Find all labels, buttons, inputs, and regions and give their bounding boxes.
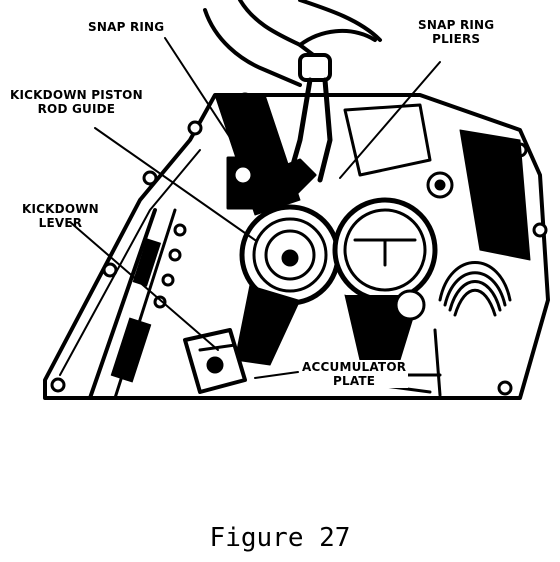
- snap-ring-part: [226, 156, 317, 210]
- label-accumulator-plate-line2: PLATE: [332, 374, 376, 388]
- label-kickdown-lever: KICKDOWN LEVER: [22, 202, 99, 230]
- label-kickdown-piston-rod-guide-line2: ROD GUIDE: [37, 102, 116, 116]
- valve-body-strip: [88, 208, 177, 400]
- return-spring: [438, 261, 512, 317]
- label-kickdown-lever-line2: LEVER: [38, 216, 83, 230]
- label-snap-ring-pliers: SNAP RING PLIERS: [418, 18, 494, 46]
- figure-caption: Figure 27: [209, 523, 351, 553]
- label-snap-ring-line1: SNAP RING: [88, 20, 165, 34]
- label-snap-ring: SNAP RING: [88, 20, 164, 34]
- label-accumulator-plate-line1: ACCUMULATOR: [302, 360, 407, 374]
- leader-lines: [69, 37, 441, 379]
- label-accumulator-plate: ACCUMULATOR PLATE: [300, 360, 409, 388]
- label-snap-ring-pliers-line2: PLIERS: [432, 32, 481, 46]
- kickdown-piston-rod-guide: [234, 204, 341, 366]
- label-kickdown-piston-rod-guide-line1: KICKDOWN PISTON: [10, 88, 143, 102]
- label-kickdown-piston-rod-guide: KICKDOWN PISTON ROD GUIDE: [10, 88, 143, 116]
- rear-components: [214, 94, 531, 261]
- accumulator-piston: [332, 197, 438, 361]
- label-snap-ring-pliers-line1: SNAP RING: [418, 18, 495, 32]
- case-outline: [43, 93, 550, 400]
- kickdown-lever: [183, 328, 247, 394]
- transmission-illustration: [43, 0, 550, 400]
- label-kickdown-lever-line1: KICKDOWN: [22, 202, 99, 216]
